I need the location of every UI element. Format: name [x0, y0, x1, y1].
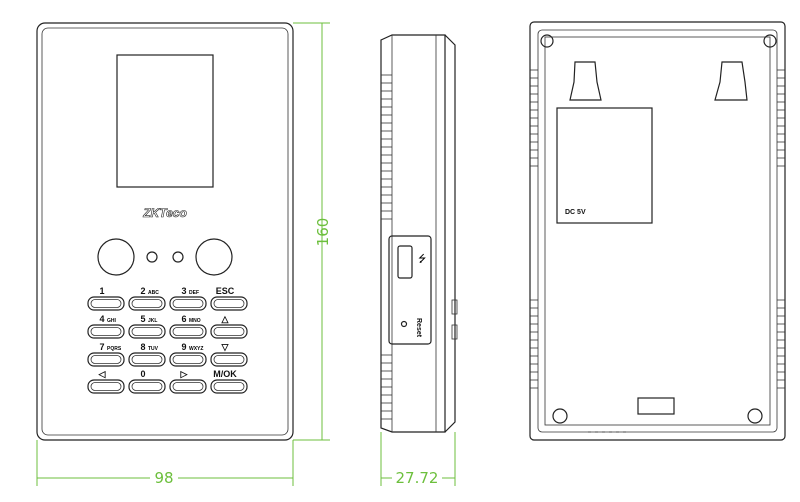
reset-label: Reset	[415, 318, 422, 338]
key-label: 1	[99, 286, 104, 296]
key-[interactable]: ◁	[87, 369, 125, 394]
key-0[interactable]: 0	[128, 369, 166, 394]
screw-bottom-right	[747, 408, 763, 424]
key-label: ▷	[180, 369, 189, 379]
dimensions: 160 98 27.72	[36, 22, 456, 487]
side-back-edge	[444, 34, 456, 433]
back-outer-frame	[529, 21, 786, 441]
display-screen	[116, 54, 214, 188]
key-sublabel: PQRS	[107, 346, 122, 352]
key-sublabel: DEF	[189, 290, 199, 296]
key-sublabel: JKL	[148, 318, 157, 324]
key-[interactable]: ▽	[210, 342, 248, 367]
key-label: △	[221, 314, 230, 324]
key-label: 3	[181, 286, 186, 296]
key-[interactable]: ▷	[169, 369, 207, 394]
back-view: DC 5V	[529, 21, 786, 441]
power-label: DC 5V	[565, 209, 586, 216]
usb-icon: ⭍	[418, 253, 426, 265]
sensor-right	[195, 238, 233, 276]
key-1[interactable]: 1	[87, 286, 125, 311]
key-sublabel: ABC	[148, 290, 159, 296]
front-outer-frame	[36, 22, 294, 441]
side-view: ⭍ Reset	[380, 34, 458, 433]
height-dimension: 160	[314, 218, 332, 247]
depth-dimension: 27.72	[396, 469, 439, 487]
key-sublabel: WXYZ	[189, 346, 203, 352]
usb-port	[397, 245, 413, 279]
key-label: 6	[181, 314, 186, 324]
screw-top-right	[763, 34, 777, 48]
key-[interactable]: △	[210, 314, 248, 339]
key-sublabel: MNO	[189, 318, 201, 324]
key-sublabel: TUV	[148, 346, 159, 352]
width-dimension: 98	[154, 469, 173, 487]
front-inner-frame	[41, 27, 289, 436]
mount-hook-left	[569, 61, 602, 101]
screw-bottom-left	[552, 408, 568, 424]
key-label: 7	[99, 342, 104, 352]
key-mok[interactable]: M/OK	[210, 369, 248, 394]
side-button-1	[451, 299, 458, 315]
indicator-led-2	[172, 251, 184, 263]
key-label: 5	[140, 314, 145, 324]
key-label: M/OK	[213, 369, 237, 379]
side-body	[380, 34, 446, 433]
brand-logo: ZKTeco	[142, 206, 187, 220]
battery-cover	[556, 107, 653, 224]
key-label: 2	[140, 286, 145, 296]
screw-top-left	[540, 34, 554, 48]
key-label: 8	[140, 342, 145, 352]
key-label: 9	[181, 342, 186, 352]
key-esc[interactable]: ESC	[210, 286, 248, 311]
key-label: 0	[140, 369, 145, 379]
reset-hole	[400, 320, 408, 328]
key-label: ▽	[221, 342, 230, 352]
bottom-latch	[637, 397, 675, 415]
mount-hook-right	[714, 61, 748, 101]
key-sublabel: GHI	[107, 318, 117, 324]
usb-panel	[388, 235, 432, 345]
sensor-left	[97, 238, 135, 276]
key-label: ESC	[216, 286, 235, 296]
key-label: 4	[99, 314, 104, 324]
side-button-2	[451, 324, 458, 340]
indicator-led-1	[146, 251, 158, 263]
key-label: ◁	[98, 369, 107, 379]
